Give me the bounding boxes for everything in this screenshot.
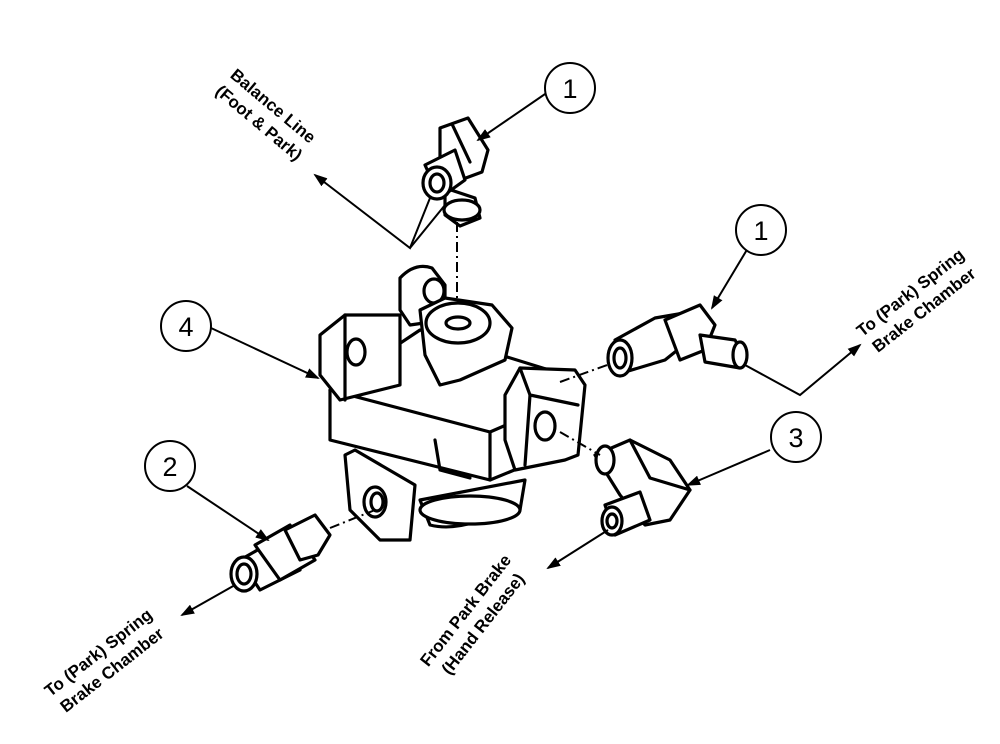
label-to-spring-right: To (Park) Spring Brake Chamber — [853, 245, 980, 356]
svg-text:1: 1 — [562, 74, 577, 104]
callout-1-right: 1 — [735, 204, 787, 256]
callout-1-top: 1 — [544, 62, 596, 114]
left-straight-fitting — [229, 513, 332, 593]
callout-4: 4 — [160, 300, 212, 352]
svg-text:2: 2 — [162, 452, 177, 482]
label-to-spring-left: To (Park) Spring Brake Chamber — [41, 605, 168, 716]
label-balance-line: Balance Line (Foot & Park) — [212, 65, 319, 164]
callout-2: 2 — [144, 440, 196, 492]
center-lines — [329, 222, 611, 529]
top-elbow-fitting — [421, 116, 490, 228]
svg-text:3: 3 — [788, 423, 803, 453]
valve-body — [318, 264, 587, 542]
callout-3: 3 — [770, 411, 822, 463]
label-from-park-brake: From Park Brake (Hand Release) — [416, 551, 528, 678]
svg-text:4: 4 — [178, 312, 193, 342]
right-elbow-fitting — [606, 303, 749, 378]
lower-right-elbow-fitting — [593, 438, 692, 537]
flow-arrows — [180, 173, 862, 616]
svg-text:1: 1 — [753, 216, 768, 246]
callout-leaders — [186, 91, 771, 542]
